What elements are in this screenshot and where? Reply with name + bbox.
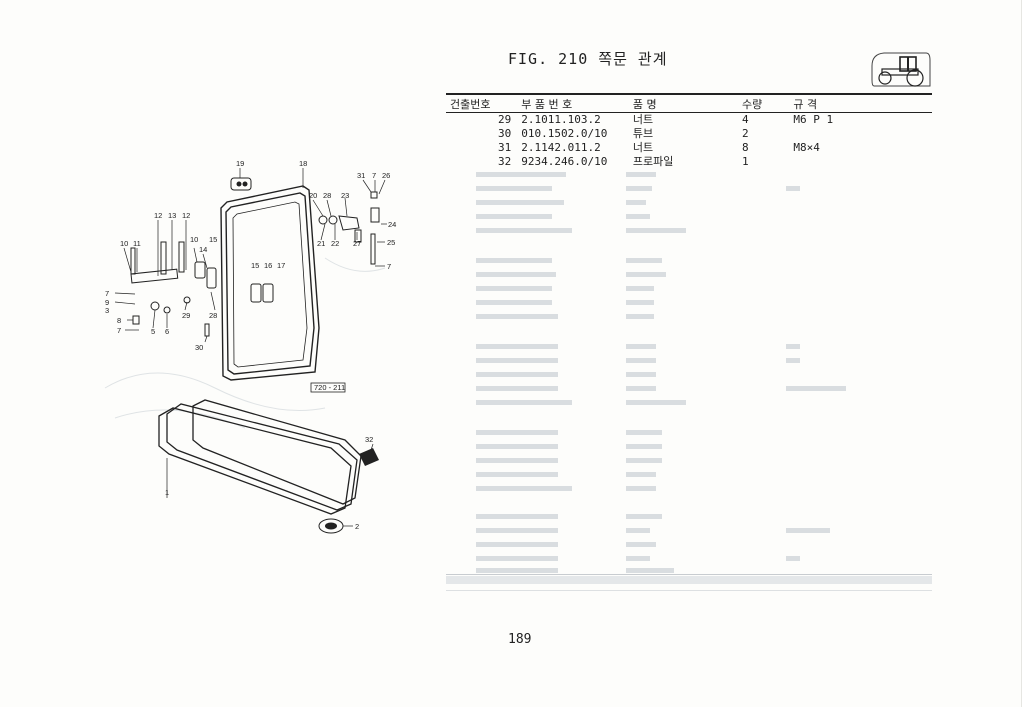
show-through-rule: [446, 590, 932, 591]
row-part: 9234.246.0/10: [521, 155, 608, 168]
callout: 2: [355, 522, 359, 531]
callout: 16: [264, 261, 272, 270]
row-part: 010.1502.0/10: [521, 127, 608, 140]
callout: 21: [317, 239, 325, 248]
header-spec: 규 격: [793, 93, 932, 113]
callout: 15: [251, 261, 259, 270]
callout: 6: [165, 327, 169, 336]
door-exploded-diagram: 720 - 211 19 18 31 7 26 20 28 23 24 12 1…: [104, 159, 396, 534]
page-number: 189: [508, 632, 532, 647]
callout: 13: [168, 211, 176, 220]
callout: 27: [353, 239, 361, 248]
callout: 10: [190, 235, 198, 244]
row-spec: M8×4: [793, 141, 820, 154]
row-qty: 1: [741, 155, 749, 168]
callout: 20: [309, 191, 317, 200]
callout: 14: [199, 245, 207, 254]
callout: 7: [105, 289, 109, 298]
callout: 7: [387, 262, 391, 271]
callout: 28: [209, 311, 217, 320]
callout: 7: [372, 171, 376, 180]
row-part: 2.1142.011.2: [521, 141, 601, 154]
header-part-number: 부 품 번 호: [521, 93, 633, 113]
callout: 11: [133, 239, 141, 248]
callout: 10: [120, 239, 128, 248]
row-name: 프로파일: [632, 155, 674, 168]
row-qty: 8: [741, 141, 749, 154]
table-row: 32 9234.246.0/10 프로파일 1: [446, 155, 932, 169]
row-spec: [793, 127, 932, 141]
row-part: 2.1011.103.2: [521, 113, 601, 126]
header-name: 품 명: [632, 93, 742, 113]
table-row: 29 2.1011.103.2 너트 4 M6 P 1: [446, 113, 932, 128]
callout: 7: [117, 326, 121, 335]
callout: 23: [341, 191, 349, 200]
diagram-code: 720 - 211: [314, 383, 345, 392]
callout: 12: [182, 211, 190, 220]
callout: 22: [331, 239, 339, 248]
callout: 3: [105, 306, 109, 315]
callout: 8: [117, 316, 121, 325]
callout: 9: [105, 298, 109, 307]
row-spec: [793, 155, 932, 169]
row-spec: M6 P 1: [793, 113, 834, 126]
figure-title: FIG. 210 쪽문 관계: [508, 50, 668, 68]
callout: 19: [236, 159, 244, 168]
tractor-icon: [871, 52, 931, 87]
callout: 32: [365, 435, 373, 444]
table-header-row: 건출번호 부 품 번 호 품 명 수량 규 격: [446, 93, 932, 113]
row-qty: 2: [741, 127, 749, 140]
callout: 1: [165, 488, 169, 497]
callout: 18: [299, 159, 307, 168]
callout: 31: [357, 171, 365, 180]
row-name: 너트: [632, 113, 654, 126]
row-no: 30: [498, 127, 512, 140]
callout: 28: [323, 191, 331, 200]
row-name: 튜브: [632, 127, 654, 140]
callout: 26: [382, 171, 390, 180]
callout: 12: [154, 211, 162, 220]
show-through-texture: [446, 172, 932, 584]
row-no: 32: [498, 155, 512, 168]
table-row: 31 2.1142.011.2 너트 8 M8×4: [446, 141, 932, 155]
callout: 5: [151, 327, 155, 336]
callout: 24: [388, 220, 396, 229]
callout-labels: 19 18 31 7 26 20 28 23 24 12 13 12 10 11…: [105, 159, 396, 531]
table-row: 30 010.1502.0/10 튜브 2: [446, 127, 932, 141]
show-through-rule: [446, 574, 932, 575]
callout: 15: [209, 235, 217, 244]
callout: 17: [277, 261, 285, 270]
callout: 29: [182, 311, 190, 320]
row-name: 너트: [632, 141, 654, 154]
parts-table: 건출번호 부 품 번 호 품 명 수량 규 격 29 2.1011.103.2 …: [446, 93, 932, 169]
row-no: 31: [498, 141, 512, 154]
header-quantity: 수량: [741, 93, 794, 113]
row-no: 29: [498, 113, 512, 126]
callout: 25: [387, 238, 395, 247]
header-no: 건출번호: [446, 93, 522, 113]
row-qty: 4: [741, 113, 749, 126]
callout: 30: [195, 343, 203, 352]
